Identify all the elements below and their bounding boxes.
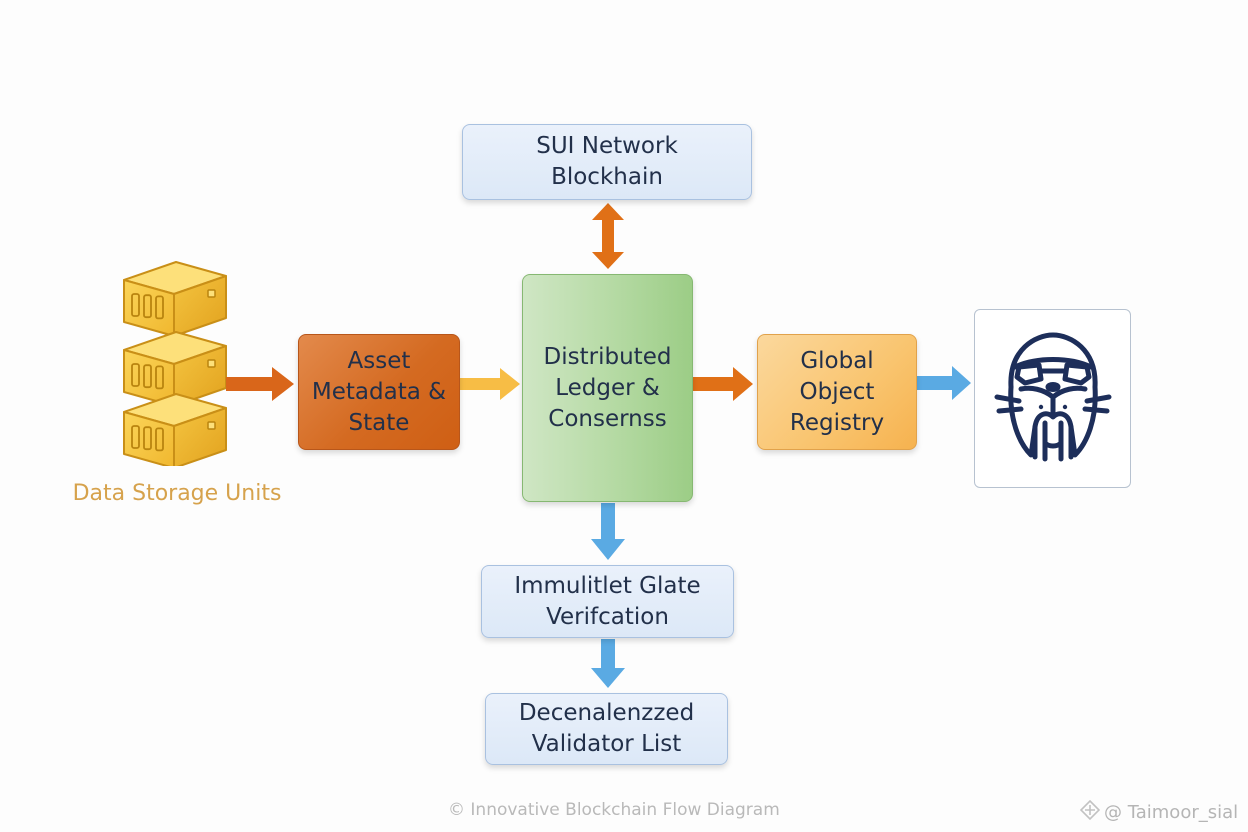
server-stack-icon [118,256,234,469]
node-asset-metadata[interactable]: Asset Metadata & State [298,334,460,450]
storage-cube [123,331,227,407]
node-asset-metadata-label: Asset Metadata & State [311,347,447,436]
node-distributed-ledger[interactable]: Distributed Ledger & Consernss [522,274,693,502]
arrow-storage-to-asset [226,367,294,401]
arrow-asset-to-ledger [460,368,520,400]
walrus-mascot-icon [994,332,1111,461]
storage-cube [123,393,227,469]
node-verification[interactable]: Immulitlet Glate Verifcation [481,565,734,638]
storage-cube [123,261,227,337]
arrow-registry-to-walrus [917,366,971,400]
node-validator-list-label: Decenalenzzed Validator List [518,700,695,757]
node-sui-network[interactable]: SUI Network Blockhain [462,124,752,200]
node-walrus[interactable] [974,309,1131,488]
node-sui-network-label: SUI Network Blockhain [536,133,678,190]
node-validator-list[interactable]: Decenalenzzed Validator List [485,693,728,765]
storage-label: Data Storage Units [72,481,282,506]
footer-caption: © Innovative Blockchain Flow Diagram [448,800,780,820]
arrow-ledger-to-verification [591,503,625,560]
arrow-verification-to-validator [591,639,625,688]
node-global-registry[interactable]: Global Object Registry [757,334,917,450]
watermark: @ Taimoor_sial [1079,799,1239,825]
node-distributed-ledger-label: Distributed Ledger & Consernss [543,343,672,432]
watermark-text: @ Taimoor_sial [1104,802,1239,823]
diamond-logo-icon [1079,799,1101,825]
arrow-ledger-to-registry [693,367,753,401]
arrow-ledger-sui-bidirectional [592,203,624,269]
node-verification-label: Immulitlet Glate Verifcation [514,572,701,630]
node-global-registry-label: Global Object Registry [789,347,885,436]
